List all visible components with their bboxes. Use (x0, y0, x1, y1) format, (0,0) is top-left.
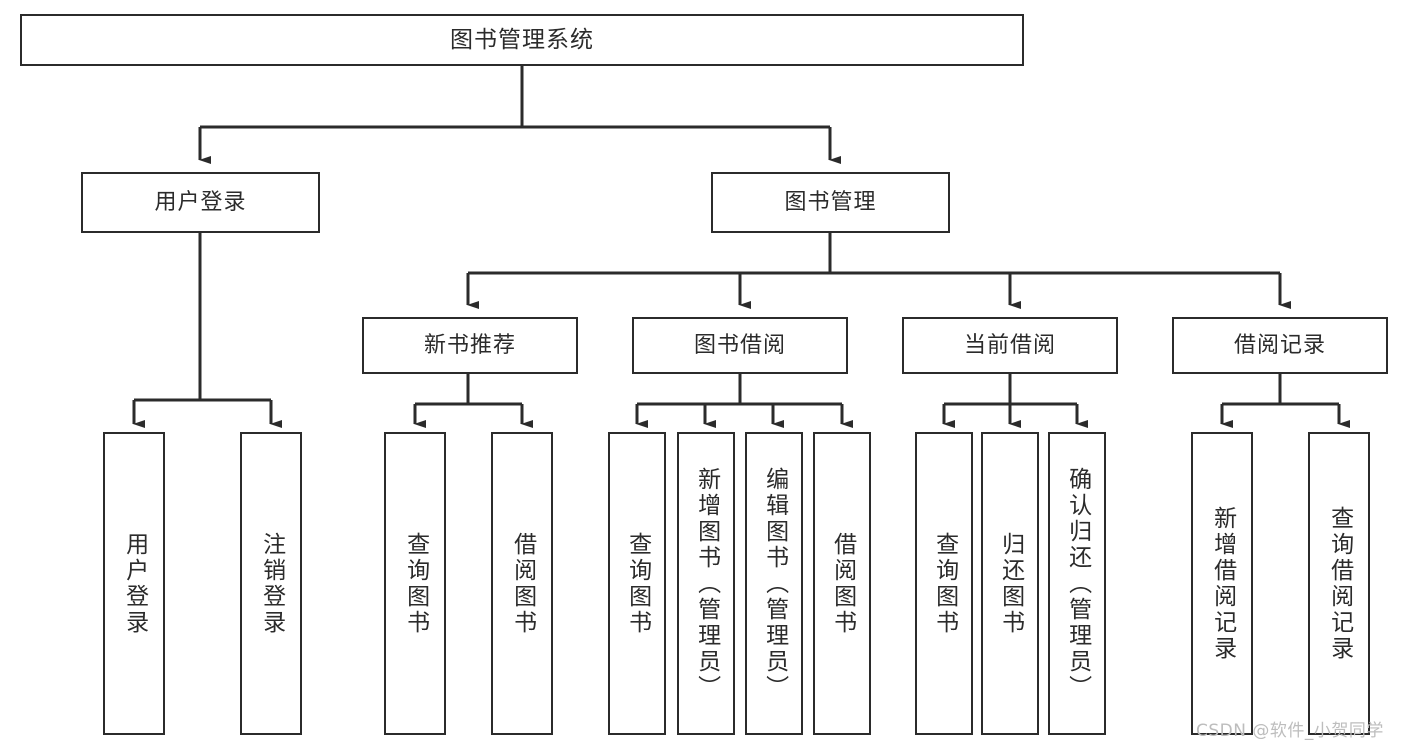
leaf-new-book-query[interactable]: 查询图书 (384, 432, 446, 735)
leaf-current-return-book[interactable]: 归还图书 (981, 432, 1039, 735)
node-label: 查询借阅记录 (1326, 505, 1353, 662)
node-label: 图书借阅 (693, 332, 786, 358)
node-label: 归还图书 (997, 531, 1024, 636)
node-label: 借阅记录 (1233, 332, 1326, 358)
node-label: 用户登录 (121, 531, 148, 636)
node-label: 新书推荐 (423, 332, 516, 358)
node-label: 编辑图书（管理员） (761, 466, 788, 701)
node-label: 查询图书 (931, 531, 958, 636)
node-current-borrow[interactable]: 当前借阅 (902, 317, 1118, 374)
leaf-borrow-query-book[interactable]: 查询图书 (608, 432, 666, 735)
node-root-library-system[interactable]: 图书管理系统 (20, 14, 1024, 66)
node-label: 图书管理系统 (450, 26, 594, 53)
node-label: 新增图书（管理员） (693, 466, 720, 701)
node-label: 确认归还（管理员） (1064, 466, 1091, 701)
leaf-user-login-signin[interactable]: 用户登录 (103, 432, 165, 735)
leaf-borrow-borrow-book[interactable]: 借阅图书 (813, 432, 871, 735)
node-new-book-recommend[interactable]: 新书推荐 (362, 317, 578, 374)
node-label: 查询图书 (624, 531, 651, 636)
node-label: 用户登录 (154, 189, 247, 215)
node-user-login[interactable]: 用户登录 (81, 172, 320, 233)
node-label: 借阅图书 (509, 531, 536, 636)
leaf-borrow-add-book[interactable]: 新增图书（管理员） (677, 432, 735, 735)
leaf-user-login-signout[interactable]: 注销登录 (240, 432, 302, 735)
node-book-management[interactable]: 图书管理 (711, 172, 950, 233)
node-label: 新增借阅记录 (1209, 505, 1236, 662)
leaf-record-add[interactable]: 新增借阅记录 (1191, 432, 1253, 735)
node-label: 当前借阅 (963, 332, 1056, 358)
leaf-record-query[interactable]: 查询借阅记录 (1308, 432, 1370, 735)
node-label: 借阅图书 (829, 531, 856, 636)
leaf-current-query-book[interactable]: 查询图书 (915, 432, 973, 735)
leaf-current-confirm-return[interactable]: 确认归还（管理员） (1048, 432, 1106, 735)
leaf-borrow-edit-book[interactable]: 编辑图书（管理员） (745, 432, 803, 735)
node-label: 注销登录 (258, 531, 285, 636)
node-book-borrow[interactable]: 图书借阅 (632, 317, 848, 374)
node-label: 查询图书 (402, 531, 429, 636)
node-label: 图书管理 (784, 189, 877, 215)
node-borrow-record[interactable]: 借阅记录 (1172, 317, 1388, 374)
leaf-new-book-borrow[interactable]: 借阅图书 (491, 432, 553, 735)
csdn-watermark: CSDN @软件_小贺同学 (1196, 721, 1384, 741)
